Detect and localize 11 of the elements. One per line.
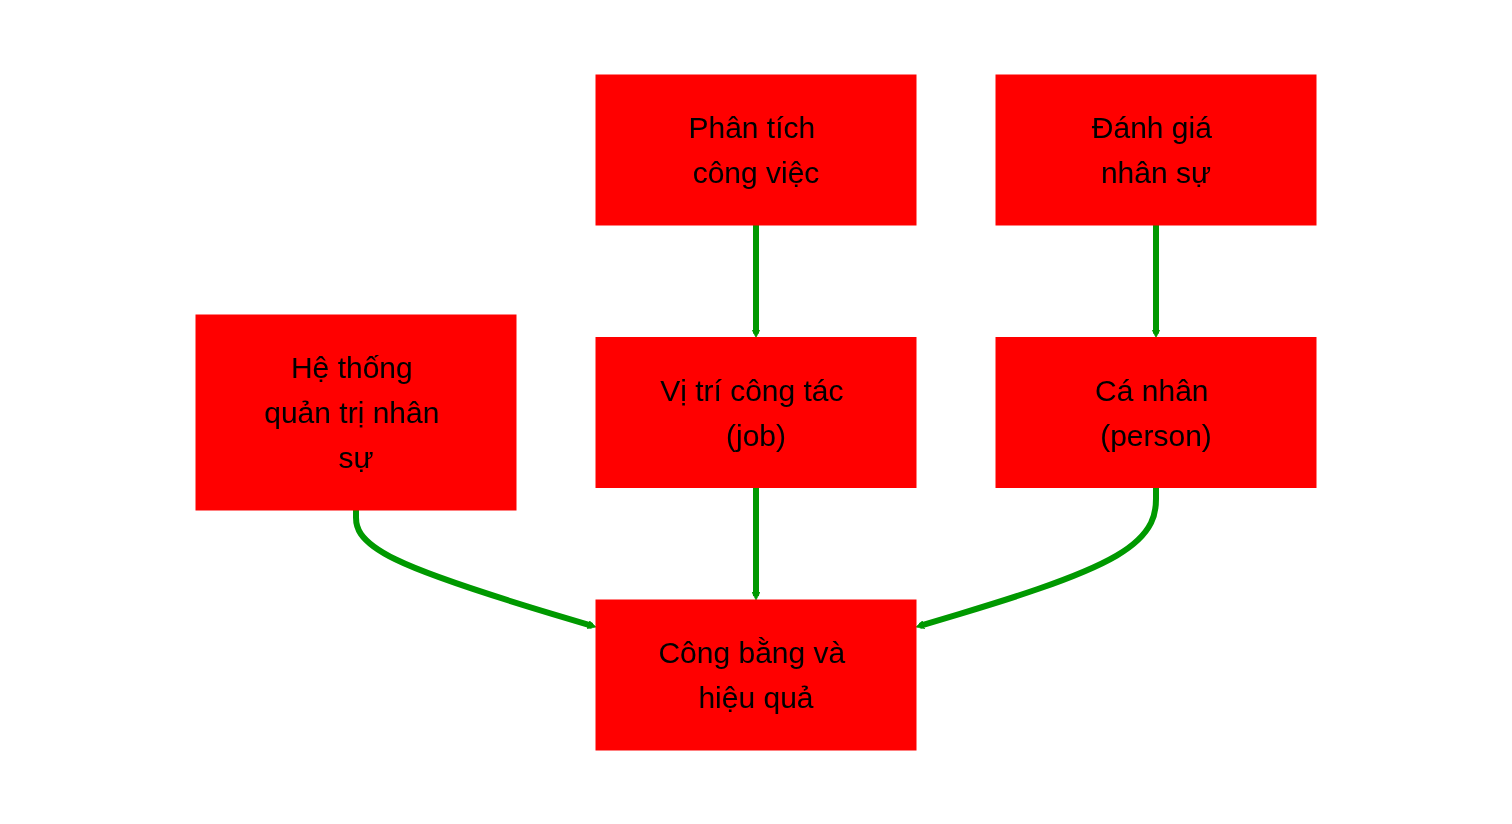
node-box: Công bằng và hiệu quả [595,599,917,750]
arrow [353,509,597,629]
node-box: Hệ thống quản trị nhân sự [195,314,517,510]
arrow [915,487,1159,629]
arrow [751,487,761,600]
arrow [1151,224,1161,338]
node-box: Đánh giá nhân sự [995,74,1317,225]
node-box: Vị trí công tác (job) [595,336,917,488]
node-box: Phân tích công việc [595,74,917,225]
node-box: Cá nhân (person) [995,336,1317,488]
arrow [751,224,761,338]
